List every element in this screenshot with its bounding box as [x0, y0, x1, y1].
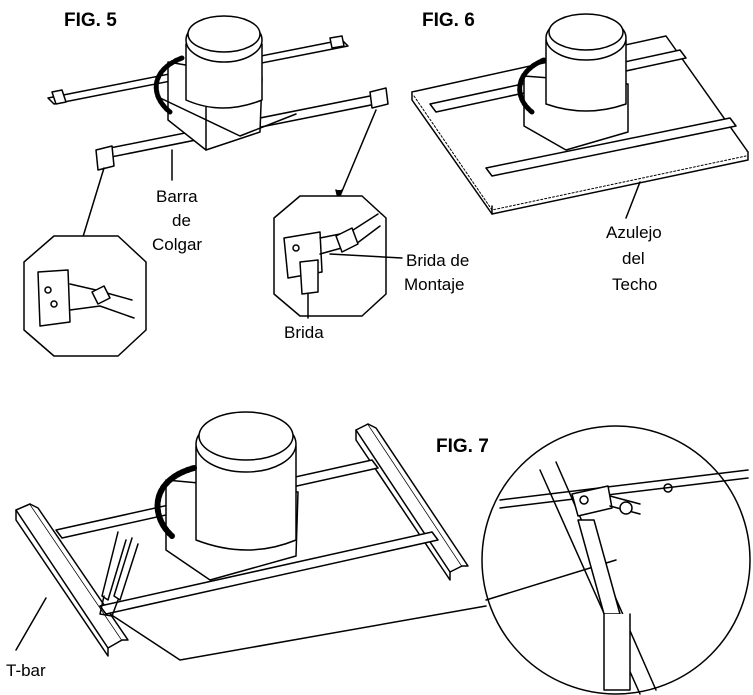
- label-techo: Techo: [612, 275, 658, 294]
- label-brida-de: Brida de: [406, 251, 470, 270]
- fig5-detail-right: [273, 195, 387, 317]
- label-colgar: Colgar: [152, 235, 203, 254]
- label-de: de: [172, 211, 191, 230]
- fig5-detail-left: [23, 235, 147, 357]
- label-azulejo: Azulejo: [606, 223, 662, 242]
- label-barra: Barra: [156, 187, 198, 206]
- fig5-label-lines: [307, 253, 403, 319]
- fig5-title: FIG. 5: [64, 10, 117, 31]
- fig7-detail-circle: [481, 425, 751, 695]
- fig6-ceiling-tile: [411, 13, 749, 219]
- label-del: del: [622, 249, 645, 268]
- label-tbar: T-bar: [6, 661, 46, 680]
- fig5-housing-assembly: [47, 15, 389, 171]
- fig7-tbar-install: [15, 411, 487, 661]
- fig7-title: FIG. 7: [436, 436, 489, 457]
- label-brida: Brida: [284, 323, 324, 342]
- fig6-title: FIG. 6: [422, 10, 475, 31]
- label-montaje: Montaje: [404, 275, 465, 294]
